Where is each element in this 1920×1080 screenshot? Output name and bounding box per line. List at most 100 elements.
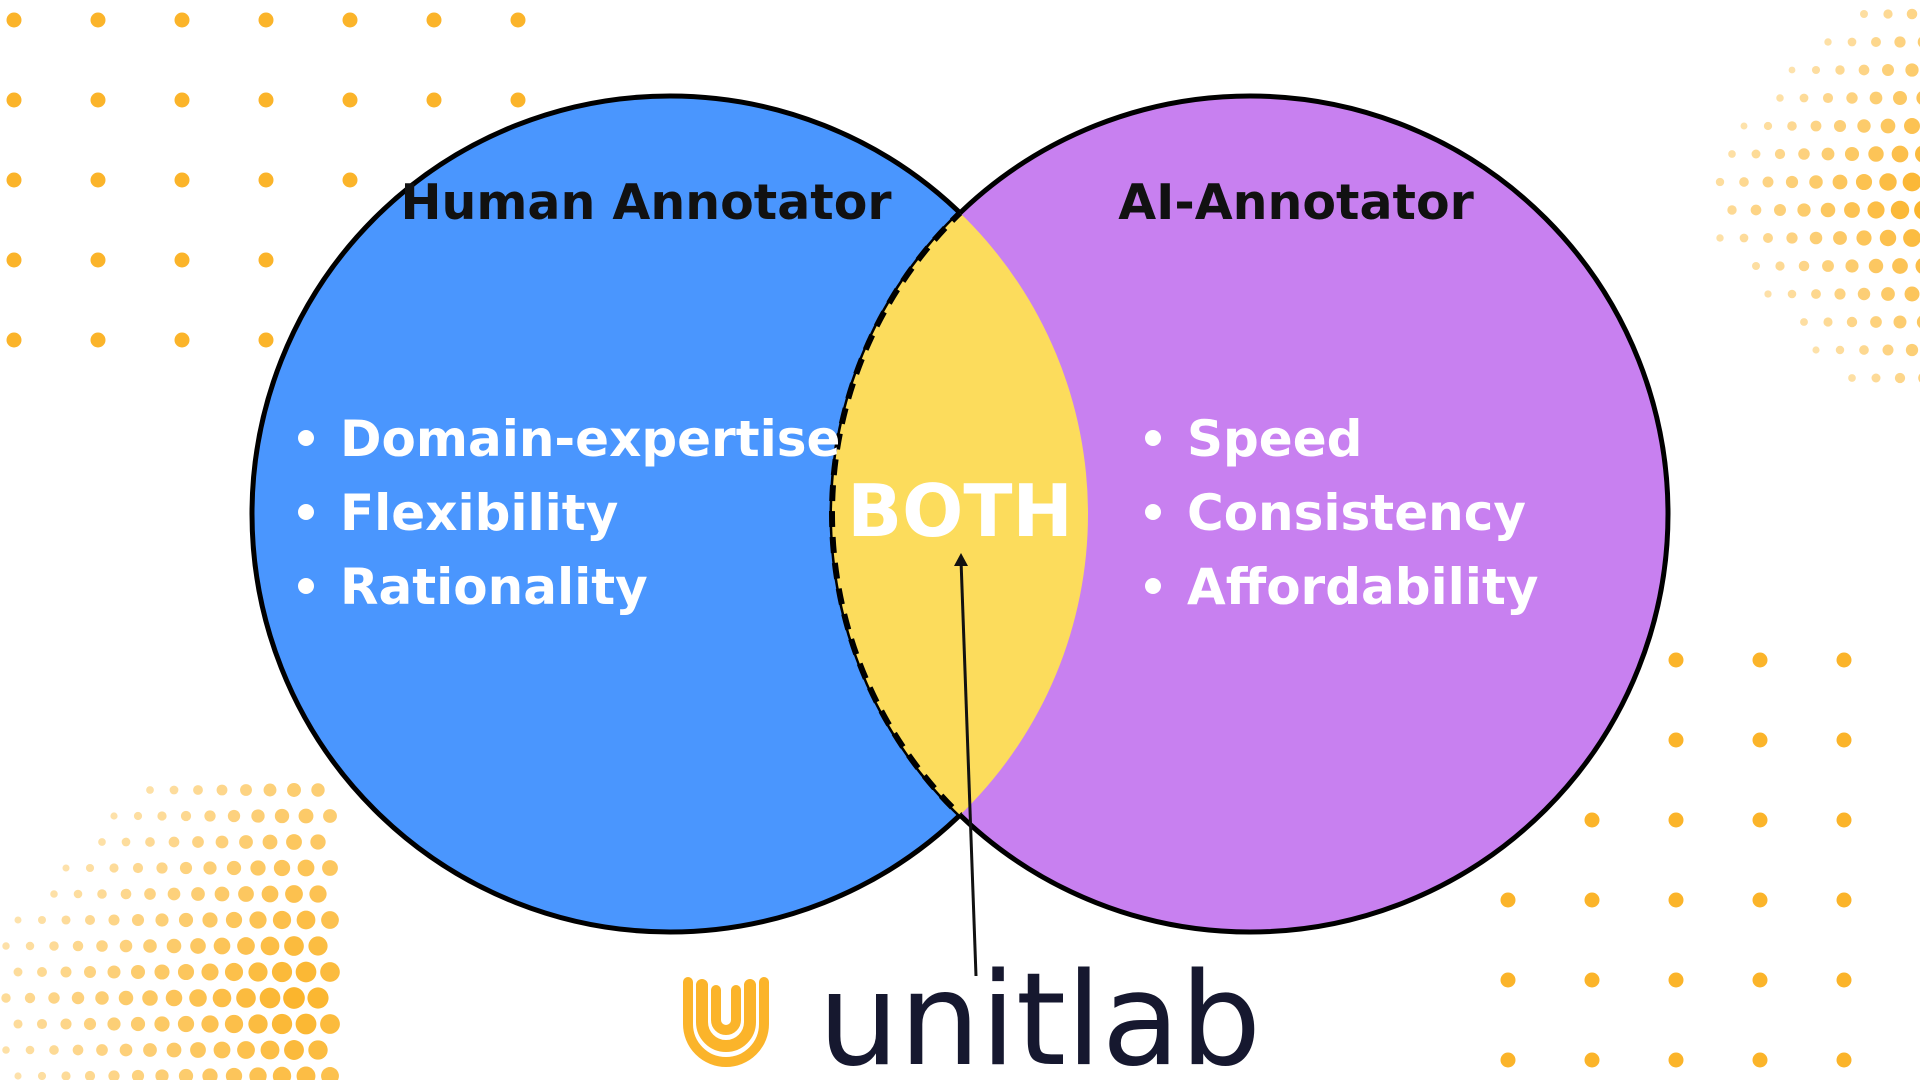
- decor-dot: [1584, 892, 1600, 908]
- decor-dot: [426, 92, 442, 108]
- decor-dot: [120, 888, 132, 900]
- decor-dot: [321, 1067, 339, 1080]
- decor-dot: [323, 809, 337, 823]
- decor-dot: [295, 1013, 317, 1035]
- decor-dot: [165, 989, 183, 1007]
- decor-dot: [1890, 200, 1910, 220]
- decor-dot: [271, 961, 293, 983]
- decor-dot: [237, 1041, 255, 1059]
- decor-dot: [1820, 202, 1836, 218]
- decor-dot: [1728, 150, 1736, 158]
- decor-dot: [259, 987, 281, 1009]
- decor-dot: [1809, 175, 1823, 189]
- decor-dot: [190, 938, 206, 954]
- decor-dot: [1500, 892, 1516, 908]
- decor-dot: [174, 172, 190, 188]
- decor-dot: [179, 861, 193, 875]
- ai-annotator-title: AI-Annotator: [1118, 174, 1474, 231]
- decor-dot: [85, 863, 95, 873]
- decor-dot: [72, 1044, 84, 1056]
- decor-dot: [1836, 892, 1852, 908]
- decor-dot: [296, 910, 316, 930]
- decor-dot: [95, 991, 109, 1005]
- overlap-label: BOTH: [847, 469, 1072, 553]
- decor-dot: [190, 1042, 206, 1058]
- decor-dot: [239, 835, 253, 849]
- decor-dot: [271, 1013, 293, 1035]
- decor-dot: [178, 1068, 194, 1080]
- decor-dot: [1763, 121, 1773, 131]
- decor-dot: [295, 961, 317, 983]
- list-item: Flexibility: [340, 484, 618, 542]
- decor-dot: [342, 92, 358, 108]
- unitlab-wordmark: unitlab: [818, 946, 1261, 1080]
- decor-dot: [1915, 258, 1920, 274]
- decor-dot: [226, 860, 242, 876]
- decor-dot: [166, 1042, 182, 1058]
- decor-dot: [191, 887, 205, 901]
- decor-dot: [61, 1071, 71, 1080]
- decor-dot: [155, 1069, 169, 1080]
- decor-dot: [1, 993, 11, 1003]
- decor-dot: [24, 992, 36, 1004]
- list-item: Domain-expertise: [340, 410, 840, 468]
- decor-dot: [108, 914, 120, 926]
- decor-dot: [13, 967, 23, 977]
- decor-dot: [60, 966, 72, 978]
- decor-dot: [189, 989, 207, 1007]
- decor-dot: [1788, 66, 1796, 74]
- decor-dot: [274, 808, 290, 824]
- decor-dot: [1894, 372, 1906, 384]
- human-annotator-title: Human Annotator: [400, 174, 892, 231]
- decor-dot: [1902, 172, 1920, 192]
- decor-dot: [296, 1066, 316, 1080]
- decor-dot: [286, 834, 302, 850]
- decor-dot: [213, 1041, 231, 1059]
- decor-dot: [192, 836, 204, 848]
- decor-dot: [1752, 732, 1768, 748]
- decor-dot: [298, 808, 314, 824]
- decor-dot: [180, 810, 192, 822]
- decor-dot: [201, 1015, 219, 1033]
- decor-dot: [1833, 119, 1847, 133]
- decor-dot: [260, 936, 280, 956]
- decor-dot: [71, 991, 85, 1005]
- decor-dot: [90, 172, 106, 188]
- decor-dot: [1668, 812, 1684, 828]
- decor-dot: [1739, 233, 1749, 243]
- decor-dot: [1752, 972, 1768, 988]
- decor-dot: [1822, 260, 1834, 272]
- decor-dot: [1752, 1052, 1768, 1068]
- decor-dot: [1584, 1052, 1600, 1068]
- decor-dot: [73, 889, 83, 899]
- decor-dot: [1668, 732, 1684, 748]
- decor-dot: [13, 1019, 23, 1029]
- decor-dot: [90, 332, 106, 348]
- decor-dot: [285, 885, 303, 903]
- decor-dot: [132, 862, 144, 874]
- decor-dot: [156, 862, 168, 874]
- decor-dot: [49, 941, 59, 951]
- decor-dot: [1916, 91, 1920, 105]
- decor-dot: [145, 837, 155, 847]
- decor-dot: [248, 962, 268, 982]
- decor-dot: [1750, 204, 1762, 216]
- decor-dot: [6, 252, 22, 268]
- list-item: Speed: [1187, 410, 1362, 468]
- decor-dot: [96, 940, 108, 952]
- decor-dot: [202, 912, 218, 928]
- decor-dot: [144, 888, 156, 900]
- decor-dot: [1868, 146, 1884, 162]
- decor-dot: [212, 988, 232, 1008]
- decor-dot: [309, 885, 327, 903]
- decor-dot: [510, 12, 526, 28]
- decor-dot: [84, 1070, 96, 1080]
- decor-dot: [1752, 812, 1768, 828]
- decor-dot: [1905, 343, 1919, 357]
- decor-dot: [1668, 892, 1684, 908]
- decor-dot: [1836, 732, 1852, 748]
- decor-dot: [272, 1066, 292, 1080]
- overlap-border-left: [829, 96, 1088, 932]
